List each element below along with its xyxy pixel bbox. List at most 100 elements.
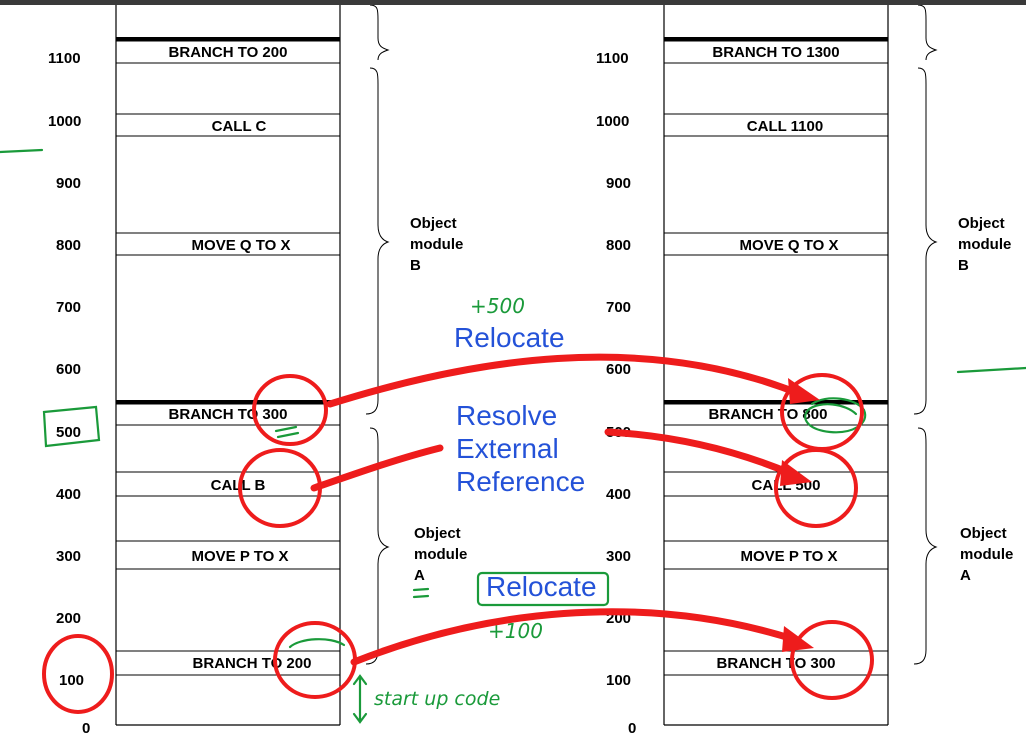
right-module-a-label-line2: module <box>960 546 1013 563</box>
left-row-branch-to-200-top <box>115 40 341 64</box>
left-address-column: 1100 1000 900 800 700 600 500 400 300 20… <box>48 50 90 737</box>
right-module-boundary-top <box>664 37 888 41</box>
right-row-move-p <box>663 540 889 570</box>
resolve-label-line3: Reference <box>456 466 585 497</box>
right-addr-1000: 1000 <box>596 113 629 130</box>
left-brace-top-fragment <box>369 4 390 61</box>
green-startup-code-text: start up code <box>374 688 500 710</box>
left-addr-700: 700 <box>56 299 81 316</box>
left-module-b-label-line2: module <box>410 236 463 253</box>
left-instr-move-p-to-x: MOVE P TO X <box>192 548 289 565</box>
left-instr-branch-to-300: BRANCH TO 300 <box>169 406 288 423</box>
right-addr-400: 400 <box>606 486 631 503</box>
left-addr-200: 200 <box>56 610 81 627</box>
right-addr-0: 0 <box>628 720 636 737</box>
red-circle-addr-100 <box>42 634 114 714</box>
right-instr-branch-to-300: BRANCH TO 300 <box>717 655 836 672</box>
red-arrows <box>310 353 804 666</box>
left-braces <box>365 4 390 665</box>
left-module-boundary-middle <box>116 400 340 404</box>
left-instr-branch-to-200-top: BRANCH TO 200 <box>169 44 288 61</box>
right-module-b-label-line1: Object <box>958 215 1005 232</box>
green-mark-right <box>956 366 1026 374</box>
right-brace-top-fragment <box>917 4 938 61</box>
green-equals-a-bottom <box>276 431 300 439</box>
right-addr-700: 700 <box>606 299 631 316</box>
left-addr-500: 500 <box>56 424 81 441</box>
resolve-label-line1: Resolve <box>456 400 557 431</box>
right-addr-1100: 1100 <box>596 50 629 67</box>
left-addr-300: 300 <box>56 548 81 565</box>
right-addr-600: 600 <box>606 361 631 378</box>
right-instr-move-p-to-x: MOVE P TO X <box>741 548 838 565</box>
left-row-branch-to-200-bottom <box>115 650 341 676</box>
right-instr-call-1100: CALL 1100 <box>747 118 823 135</box>
red-circle-branch-300 <box>252 374 328 446</box>
red-arrowhead-relocate-top <box>788 378 820 404</box>
left-module-b-label-line3: B <box>410 257 421 274</box>
right-row-call-1100 <box>663 113 889 137</box>
green-startup-double-arrow <box>352 674 368 724</box>
left-module-a-label-line3: A <box>414 567 425 584</box>
green-scribble-800 <box>804 397 867 434</box>
left-module-b-label-line1: Object <box>410 215 457 232</box>
left-memory-stack: BRANCH TO 200 CALL C MOVE Q TO X BRANCH … <box>115 0 341 726</box>
right-brace-module-a <box>913 427 938 665</box>
left-module-a-label-line1: Object <box>414 525 461 542</box>
left-module-boundary-top <box>116 37 340 41</box>
right-addr-100: 100 <box>606 672 631 689</box>
left-row-move-q <box>115 232 341 256</box>
red-arrow-resolve-left <box>310 444 444 492</box>
right-instr-branch-to-1300: BRANCH TO 1300 <box>712 44 839 61</box>
right-module-a-label-line1: Object <box>960 525 1007 542</box>
red-arrow-relocate-bottom <box>350 608 800 666</box>
green-annotations <box>0 148 1026 724</box>
left-addr-0: 0 <box>82 720 90 737</box>
right-brace-module-b <box>913 67 938 415</box>
red-arrowhead-relocate-bottom <box>782 626 814 652</box>
relocate-bottom-label: Relocate <box>486 571 597 602</box>
right-module-b-label-line3: B <box>958 257 969 274</box>
left-instr-move-q-to-x: MOVE Q TO X <box>192 237 291 254</box>
right-addr-800: 800 <box>606 237 631 254</box>
left-row-call-c <box>115 113 341 137</box>
left-addr-100: 100 <box>59 672 84 689</box>
green-box-500 <box>42 405 101 448</box>
left-row-branch-to-300 <box>115 403 341 426</box>
right-row-branch-to-1300 <box>663 40 889 64</box>
relocate-top-label: Relocate <box>454 322 565 353</box>
left-addr-600: 600 <box>56 361 81 378</box>
left-row-move-p <box>115 540 341 570</box>
left-row-call-b <box>115 471 341 497</box>
right-instr-branch-to-800: BRANCH TO 800 <box>709 406 828 423</box>
green-equals-bottom <box>412 594 430 599</box>
green-arc-200 <box>288 638 346 649</box>
right-module-a-label-line3: A <box>960 567 971 584</box>
left-addr-1100: 1100 <box>48 50 81 67</box>
green-mark-left <box>0 148 44 154</box>
left-brace-module-b <box>365 67 390 415</box>
top-window-bar <box>0 0 1026 5</box>
red-arrowhead-resolve-right <box>780 460 812 486</box>
left-addr-400: 400 <box>56 486 81 503</box>
left-instr-call-c: CALL C <box>212 118 267 135</box>
right-row-move-q <box>663 232 889 256</box>
green-equals-top <box>412 587 430 592</box>
resolve-label-line2: External <box>456 433 559 464</box>
right-row-branch-to-300 <box>663 650 889 676</box>
left-addr-1000: 1000 <box>48 113 81 130</box>
green-equals-a-top <box>274 425 298 433</box>
red-circle-branch-300-right <box>790 620 874 700</box>
red-circle-call-500 <box>774 448 858 528</box>
right-module-b-label-line2: module <box>958 236 1011 253</box>
red-arrowheads <box>780 378 820 652</box>
left-addr-900: 900 <box>56 175 81 192</box>
right-memory-stack: BRANCH TO 1300 CALL 1100 MOVE Q TO X BRA… <box>663 0 889 726</box>
green-box-relocate <box>476 571 610 607</box>
red-arrow-resolve-right <box>604 428 796 478</box>
left-instr-branch-to-200-bottom: BRANCH TO 200 <box>193 655 312 672</box>
green-plus-500: +500 <box>470 294 525 318</box>
right-addr-300: 300 <box>606 548 631 565</box>
